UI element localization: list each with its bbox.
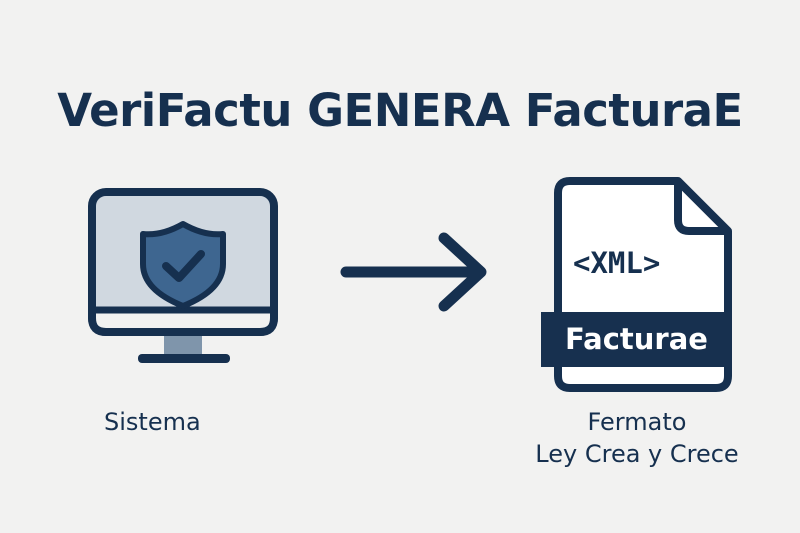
sistema-caption: Sistema: [104, 408, 201, 436]
format-caption: Fermato Ley Crea y Crece: [517, 406, 757, 470]
xml-label: <XML>: [573, 246, 661, 280]
format-caption-line1: Fermato: [587, 408, 687, 436]
facturae-badge: Facturae: [541, 312, 732, 367]
format-caption-line2: Ley Crea y Crece: [535, 440, 739, 468]
arrow-right-icon: [340, 232, 487, 312]
monitor-shield-icon: [88, 188, 278, 363]
page-title: VeriFactu GENERA FacturaE: [57, 84, 743, 137]
shield-icon: [140, 221, 226, 309]
